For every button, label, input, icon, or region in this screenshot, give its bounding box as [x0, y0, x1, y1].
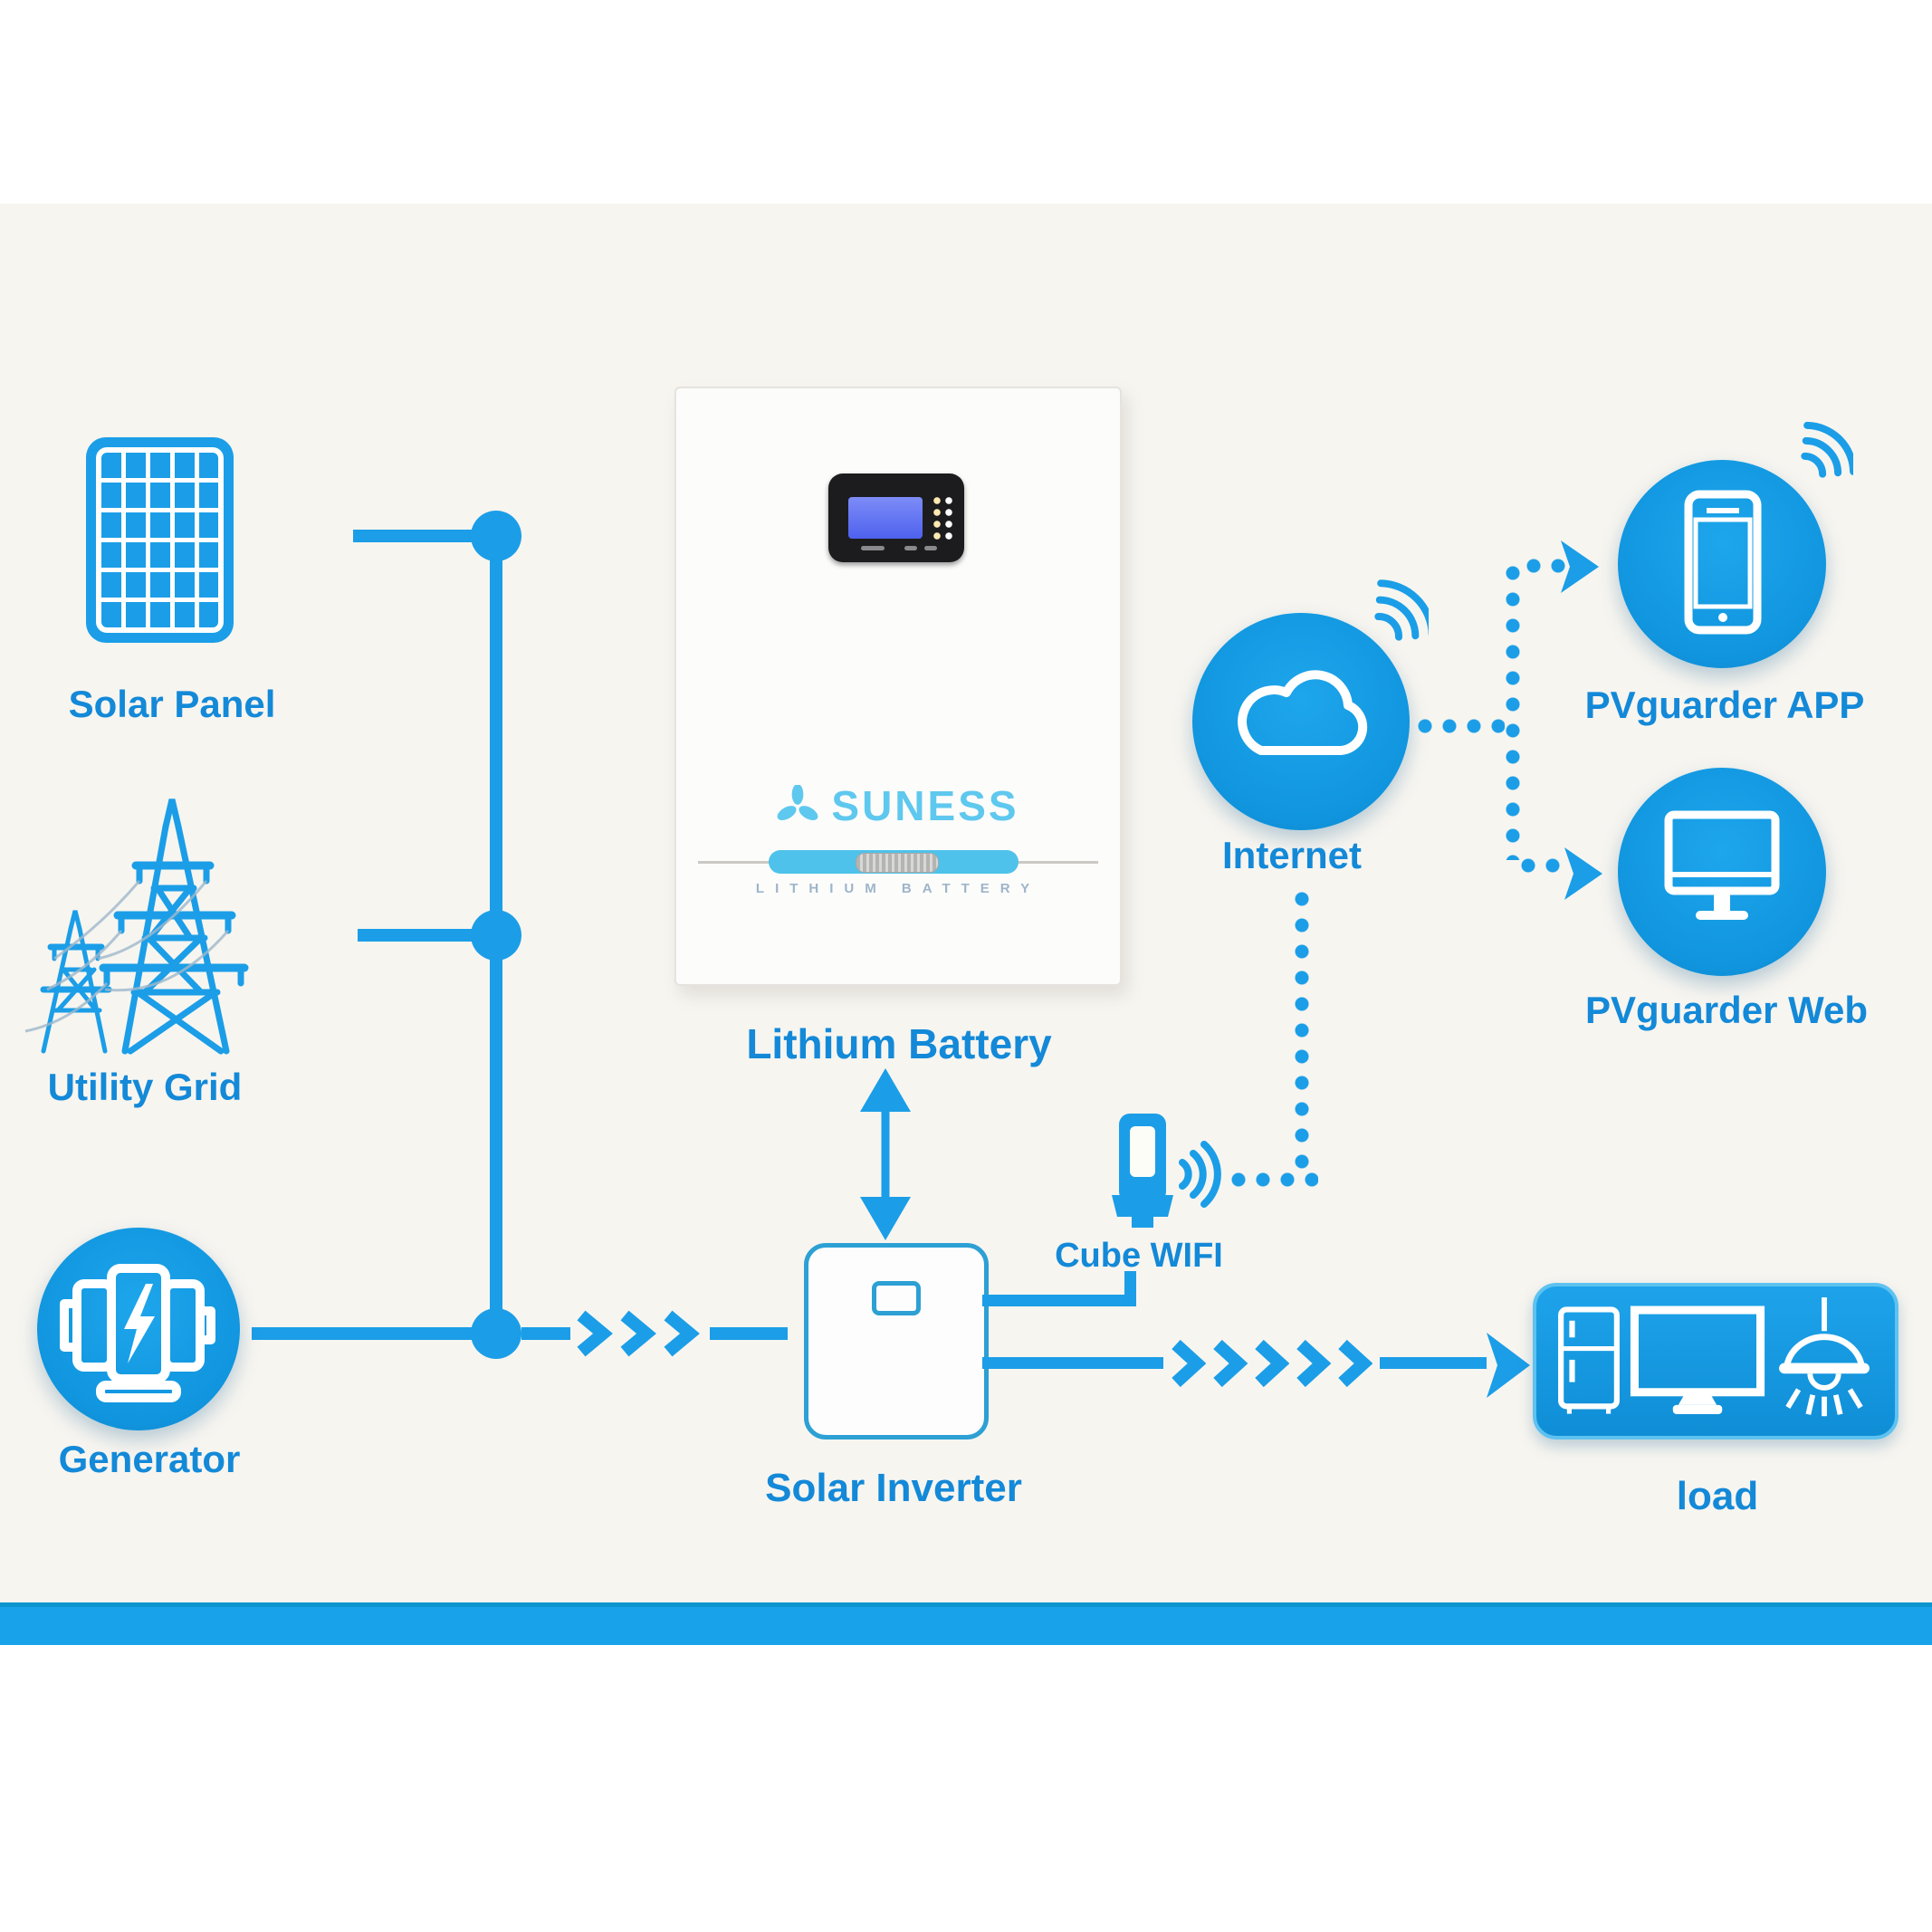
solar-branch-line	[353, 530, 498, 542]
brand-row: SUNESS	[676, 781, 1120, 830]
bottom-blue-bar	[0, 1602, 1932, 1645]
dotted-line-monitor-trunk	[1506, 561, 1520, 860]
internet-icon	[1192, 613, 1410, 830]
chevron-icon	[1213, 1339, 1248, 1388]
wifi-signal-icon	[1374, 579, 1429, 641]
bus-to-inverter-line2	[710, 1327, 788, 1340]
dotted-line-to-app	[1523, 559, 1570, 573]
dotted-line-internet-right	[1414, 719, 1505, 733]
chevron-arrow-row	[574, 1310, 701, 1357]
chevron-icon	[577, 1310, 613, 1357]
generator-label: Generator	[58, 1438, 241, 1480]
cabinet-caption: LITHIUM BATTERY	[755, 881, 1041, 896]
suness-logo-icon	[778, 785, 818, 820]
top-white-band	[0, 0, 1932, 204]
transmission-towers-icon	[24, 799, 249, 1055]
load-label: load	[1676, 1474, 1759, 1518]
inverter-box-icon	[804, 1243, 989, 1439]
arrow-head-icon	[1564, 847, 1602, 900]
inverter-to-wifi-stub	[1124, 1271, 1136, 1302]
pvguarder-app-label: PVguarder APP	[1584, 684, 1865, 726]
generator-icon	[37, 1228, 240, 1430]
junction-dot	[471, 910, 521, 961]
arrow-head-icon	[1487, 1333, 1530, 1398]
generator-branch-line	[252, 1327, 498, 1340]
chevron-icon	[1338, 1339, 1372, 1388]
dotted-line-to-web	[1517, 858, 1568, 873]
pendant-lamp-icon	[1779, 1296, 1870, 1416]
wifi-dongle-icon	[1112, 1114, 1221, 1228]
battery-lcd-screen	[848, 497, 923, 539]
junction-dot	[471, 1308, 521, 1359]
pvguarder-web-icon	[1618, 768, 1826, 976]
utility-grid-label: Utility Grid	[47, 1066, 243, 1108]
battery-cabinet-image: SUNESS LITHIUM BATTERY	[674, 387, 1122, 986]
double-arrow-icon	[860, 1068, 911, 1240]
junction-dot	[471, 511, 521, 561]
dotted-line-wifi-to-internet-vertical	[1295, 887, 1309, 1170]
chevron-icon	[664, 1310, 700, 1357]
inverter-indicator	[872, 1281, 921, 1315]
chevron-icon	[1172, 1339, 1206, 1388]
chevron-icon	[1296, 1339, 1331, 1388]
cloud-icon	[1238, 670, 1368, 755]
utility-branch-line	[358, 929, 498, 942]
lightning-bolt-icon	[124, 1284, 155, 1363]
wifi-signal-icon	[1179, 1141, 1221, 1208]
arrow-head-icon	[1561, 540, 1599, 593]
refrigerator-icon	[1558, 1306, 1620, 1414]
pvguarder-app-icon	[1618, 460, 1826, 668]
cube-wifi-label: Cube WIFI	[1055, 1237, 1223, 1275]
inverter-to-load-line2	[1380, 1357, 1487, 1369]
dotted-line-wifi-to-internet	[1228, 1172, 1318, 1187]
solar-panel-grid	[96, 447, 224, 633]
panel-button	[904, 546, 917, 550]
bus-to-inverter-line	[521, 1327, 570, 1340]
internet-label: Internet	[1221, 834, 1363, 876]
desktop-monitor-icon	[1664, 810, 1780, 920]
pvguarder-web-label: PVguarder Web	[1585, 989, 1868, 1031]
panel-button	[861, 546, 885, 550]
wifi-signal-icon	[1801, 421, 1853, 478]
solar-panel-icon	[86, 437, 234, 643]
inverter-to-wifi-line	[982, 1295, 1136, 1306]
panel-button	[924, 546, 937, 550]
battery-led-indicators	[932, 495, 955, 542]
chevron-icon	[620, 1310, 656, 1357]
rating-pill	[856, 853, 939, 873]
battery-display-panel	[828, 473, 964, 562]
chevron-icon	[1255, 1339, 1289, 1388]
solar-panel-label: Solar Panel	[68, 683, 276, 725]
smartphone-icon	[1684, 490, 1762, 635]
tv-icon	[1630, 1306, 1765, 1414]
chevron-arrow-row	[1170, 1338, 1372, 1389]
brand-name: SUNESS	[831, 782, 1019, 829]
solar-inverter-label: Solar Inverter	[765, 1466, 1022, 1510]
load-box	[1533, 1283, 1899, 1439]
bottom-white-band	[0, 1645, 1932, 1932]
inverter-to-load-line	[982, 1357, 1163, 1369]
generator-glyph	[60, 1264, 215, 1402]
lithium-battery-label: Lithium Battery	[746, 1020, 1052, 1067]
